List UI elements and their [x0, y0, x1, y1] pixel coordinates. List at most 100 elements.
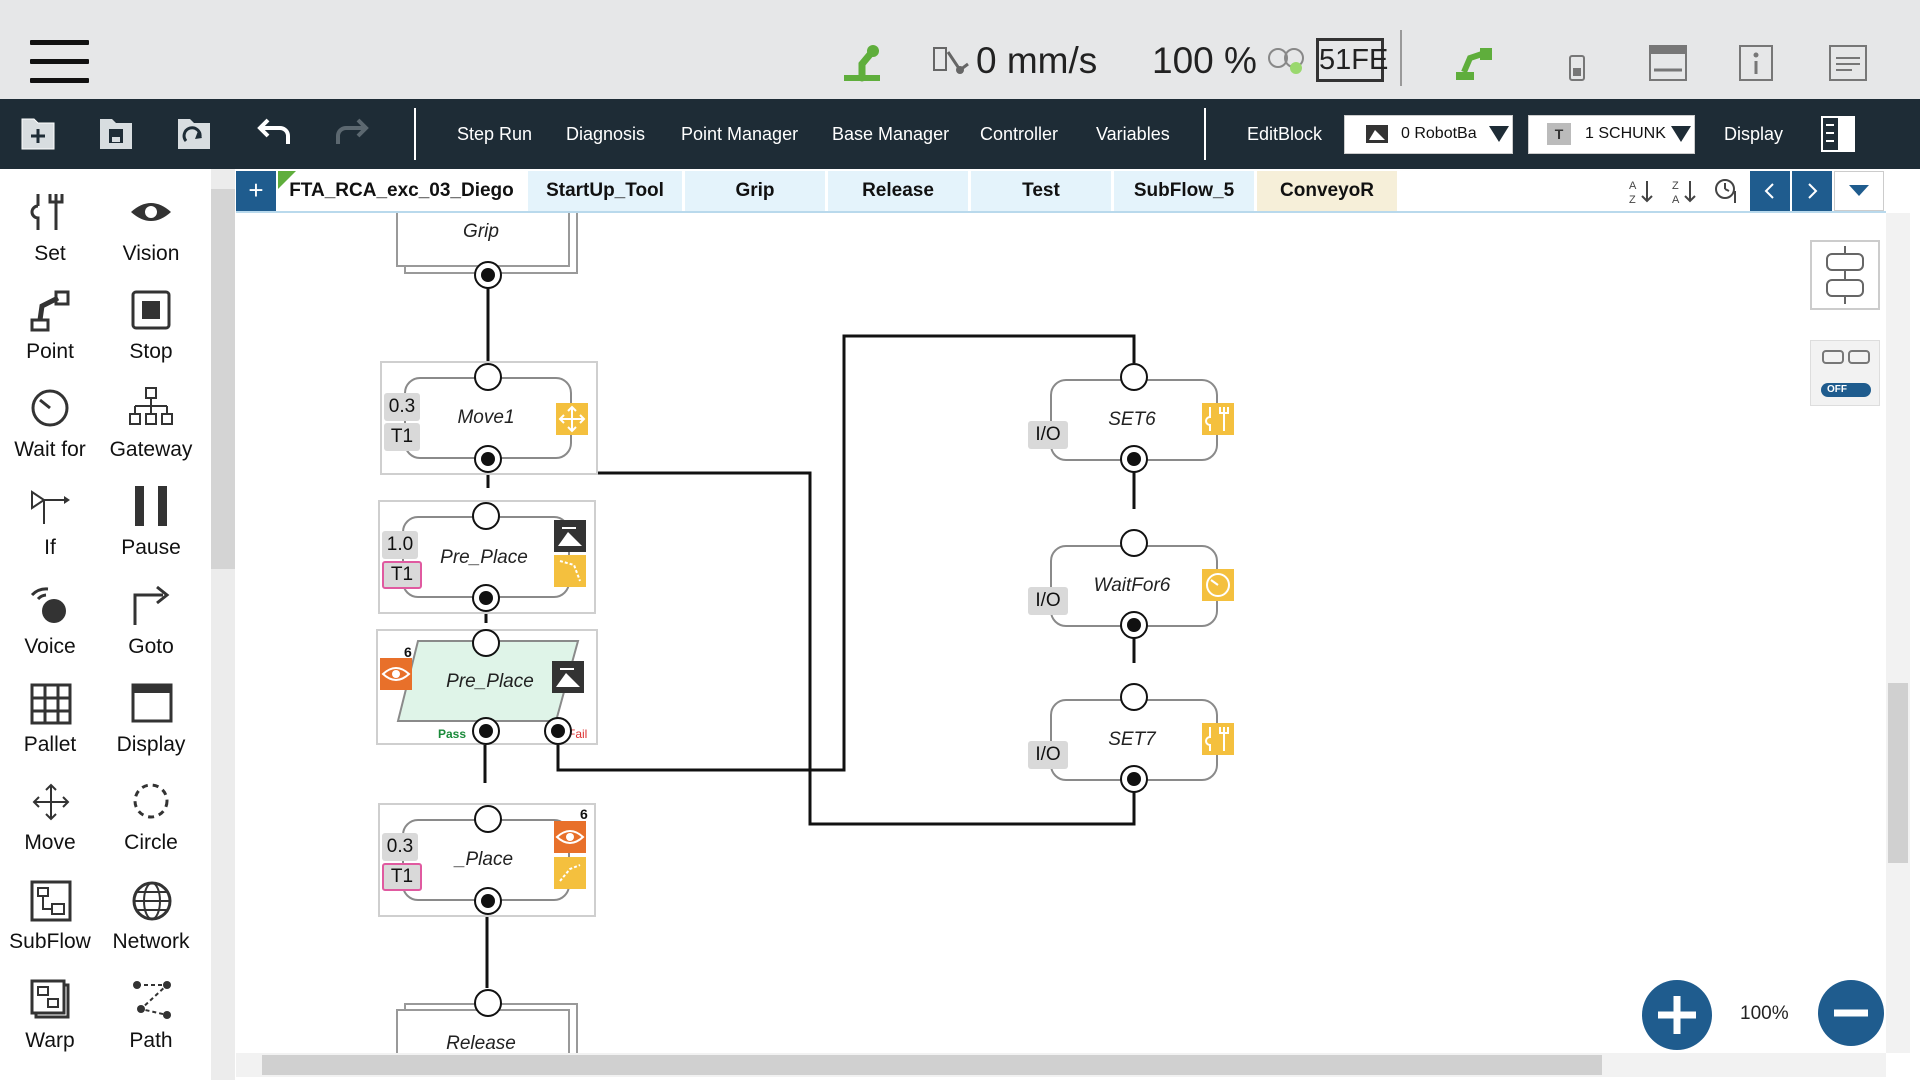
tab-release[interactable]: Release [828, 171, 968, 211]
base-node-icon [552, 661, 584, 693]
palette-circle[interactable]: Circle [101, 779, 201, 859]
canvas-horizontal-scrollbar[interactable] [236, 1053, 1886, 1077]
log-icon[interactable] [1828, 44, 1868, 82]
diagnosis-button[interactable]: Diagnosis [566, 124, 646, 144]
sort-za-icon[interactable]: Z A [1670, 177, 1698, 205]
display-button[interactable]: Display [1724, 124, 1784, 144]
new-project-icon[interactable] [20, 113, 56, 151]
sort-az-icon[interactable]: A Z [1627, 177, 1655, 205]
tab-conveyor[interactable]: ConveyoR [1257, 171, 1397, 211]
set6-in-port[interactable] [1120, 363, 1148, 391]
pre-place-1-out-port[interactable] [472, 584, 500, 612]
palette-pallet[interactable]: Pallet [0, 681, 100, 761]
info-icon[interactable] [1738, 44, 1774, 82]
editblock-button[interactable]: EditBlock [1247, 124, 1323, 144]
waitfor6-in-port[interactable] [1120, 529, 1148, 557]
robot-arm-status-icon[interactable] [838, 42, 886, 82]
palette-set[interactable]: Set [0, 190, 100, 270]
redo-icon[interactable] [334, 118, 370, 146]
fail-out-port[interactable] [544, 717, 572, 745]
variables-button[interactable]: Variables [1096, 124, 1170, 144]
horizontal-scroll-thumb[interactable] [262, 1055, 1602, 1075]
base-select[interactable]: 0 RobotBa [1344, 115, 1513, 154]
palette-voice[interactable]: Voice [0, 583, 100, 663]
grip-out-port[interactable] [474, 261, 502, 289]
open-project-icon[interactable] [176, 113, 212, 151]
tab-prev-button[interactable] [1750, 171, 1790, 211]
set7-in-port[interactable] [1120, 683, 1148, 711]
pass-out-port[interactable] [472, 717, 500, 745]
menu-icon[interactable] [30, 40, 89, 84]
controller-button[interactable]: Controller [980, 124, 1059, 144]
zoom-out-button[interactable] [1818, 980, 1884, 1046]
point-manager-button[interactable]: Point Manager [681, 124, 799, 144]
place-out-port[interactable] [474, 887, 502, 915]
sort-time-icon[interactable] [1713, 177, 1741, 205]
svg-text:A: A [1672, 194, 1680, 205]
palette-network[interactable]: Network [101, 878, 201, 958]
globe-icon [132, 881, 172, 921]
set7-out-port[interactable] [1120, 765, 1148, 793]
palette-scrollbar[interactable] [211, 169, 235, 1080]
waitfor6-out-port[interactable] [1120, 611, 1148, 639]
vision-eye-icon [131, 203, 171, 221]
base-manager-button[interactable]: Base Manager [832, 124, 950, 144]
palette-scroll-thumb[interactable] [211, 189, 235, 569]
palette-display[interactable]: Display [101, 681, 201, 761]
palette-subflow[interactable]: SubFlow [0, 878, 100, 958]
move1-in-port[interactable] [474, 363, 502, 391]
tab-next-button[interactable] [1792, 171, 1832, 211]
vertical-scroll-thumb[interactable] [1888, 683, 1908, 863]
undo-icon[interactable] [256, 118, 292, 146]
set-node-icon [1202, 403, 1234, 435]
set6-out-port[interactable] [1120, 445, 1148, 473]
point-robot-icon [30, 290, 70, 332]
palette-path[interactable]: Path [101, 977, 201, 1057]
canvas-vertical-scrollbar[interactable] [1886, 213, 1910, 1053]
panel-toggle-icon[interactable] [1820, 115, 1856, 153]
tab-subflow-5[interactable]: SubFlow_5 [1114, 171, 1254, 211]
speed-adjust-icon[interactable] [1266, 46, 1306, 76]
tab-list-button[interactable] [1834, 171, 1884, 211]
palette-wait-for[interactable]: Wait for [0, 386, 100, 466]
palette-vision[interactable]: Vision [101, 190, 201, 270]
palette-pause[interactable]: Pause [101, 484, 201, 564]
palette-goto[interactable]: Goto [101, 583, 201, 663]
keyboard-display-icon[interactable] [1648, 44, 1688, 82]
move-node-icon [556, 403, 588, 435]
release-in-port[interactable] [474, 989, 502, 1017]
step-run-button[interactable]: Step Run [457, 124, 533, 144]
robot-network-icon[interactable] [1452, 42, 1496, 84]
palette-move[interactable]: Move [0, 779, 100, 859]
place-speed: 0.3 [382, 833, 418, 861]
tab-grip[interactable]: Grip [685, 171, 825, 211]
palette-if[interactable]: If [0, 484, 100, 564]
tab-main-flow[interactable]: FTA_RCA_exc_03_Diego [278, 171, 525, 211]
pendant-icon[interactable] [1564, 48, 1592, 84]
palette-stop[interactable]: Stop [101, 288, 201, 368]
minus-icon [1834, 1009, 1868, 1017]
move1-out-port[interactable] [474, 445, 502, 473]
tab-test[interactable]: Test [971, 171, 1111, 211]
speed-percent[interactable]: 100 % [1152, 40, 1257, 81]
pre-place-1-in-port[interactable] [472, 502, 500, 530]
palette-gateway[interactable]: Gateway [101, 386, 201, 466]
snap-toggle[interactable]: OFF [1810, 340, 1880, 406]
palette-point[interactable]: Point [0, 288, 100, 368]
add-tab-button[interactable]: + [236, 171, 276, 211]
palette-warp[interactable]: Warp [0, 977, 100, 1057]
zoom-in-button[interactable] [1642, 980, 1712, 1050]
set7-label: SET7 [1108, 729, 1156, 750]
save-project-icon[interactable] [98, 113, 134, 151]
flow-canvas[interactable]: Grip Move1 0.3 T1 Pre_Place 1.0 T1 Pre_P… [236, 213, 1886, 1053]
waitfor6-io: I/O [1028, 587, 1068, 615]
path-icon [133, 981, 171, 1019]
tool-select[interactable]: T 1 SCHUNK [1528, 115, 1695, 154]
place-in-port[interactable] [474, 805, 502, 833]
pre-place-vision-in-port[interactable] [472, 629, 500, 657]
move1-speed: 0.3 [384, 393, 420, 421]
toolbar-divider [414, 108, 416, 160]
flow-node-grip[interactable] [396, 213, 570, 267]
auto-layout-button[interactable] [1810, 240, 1880, 310]
tab-startup-tool[interactable]: StartUp_Tool [528, 171, 682, 211]
